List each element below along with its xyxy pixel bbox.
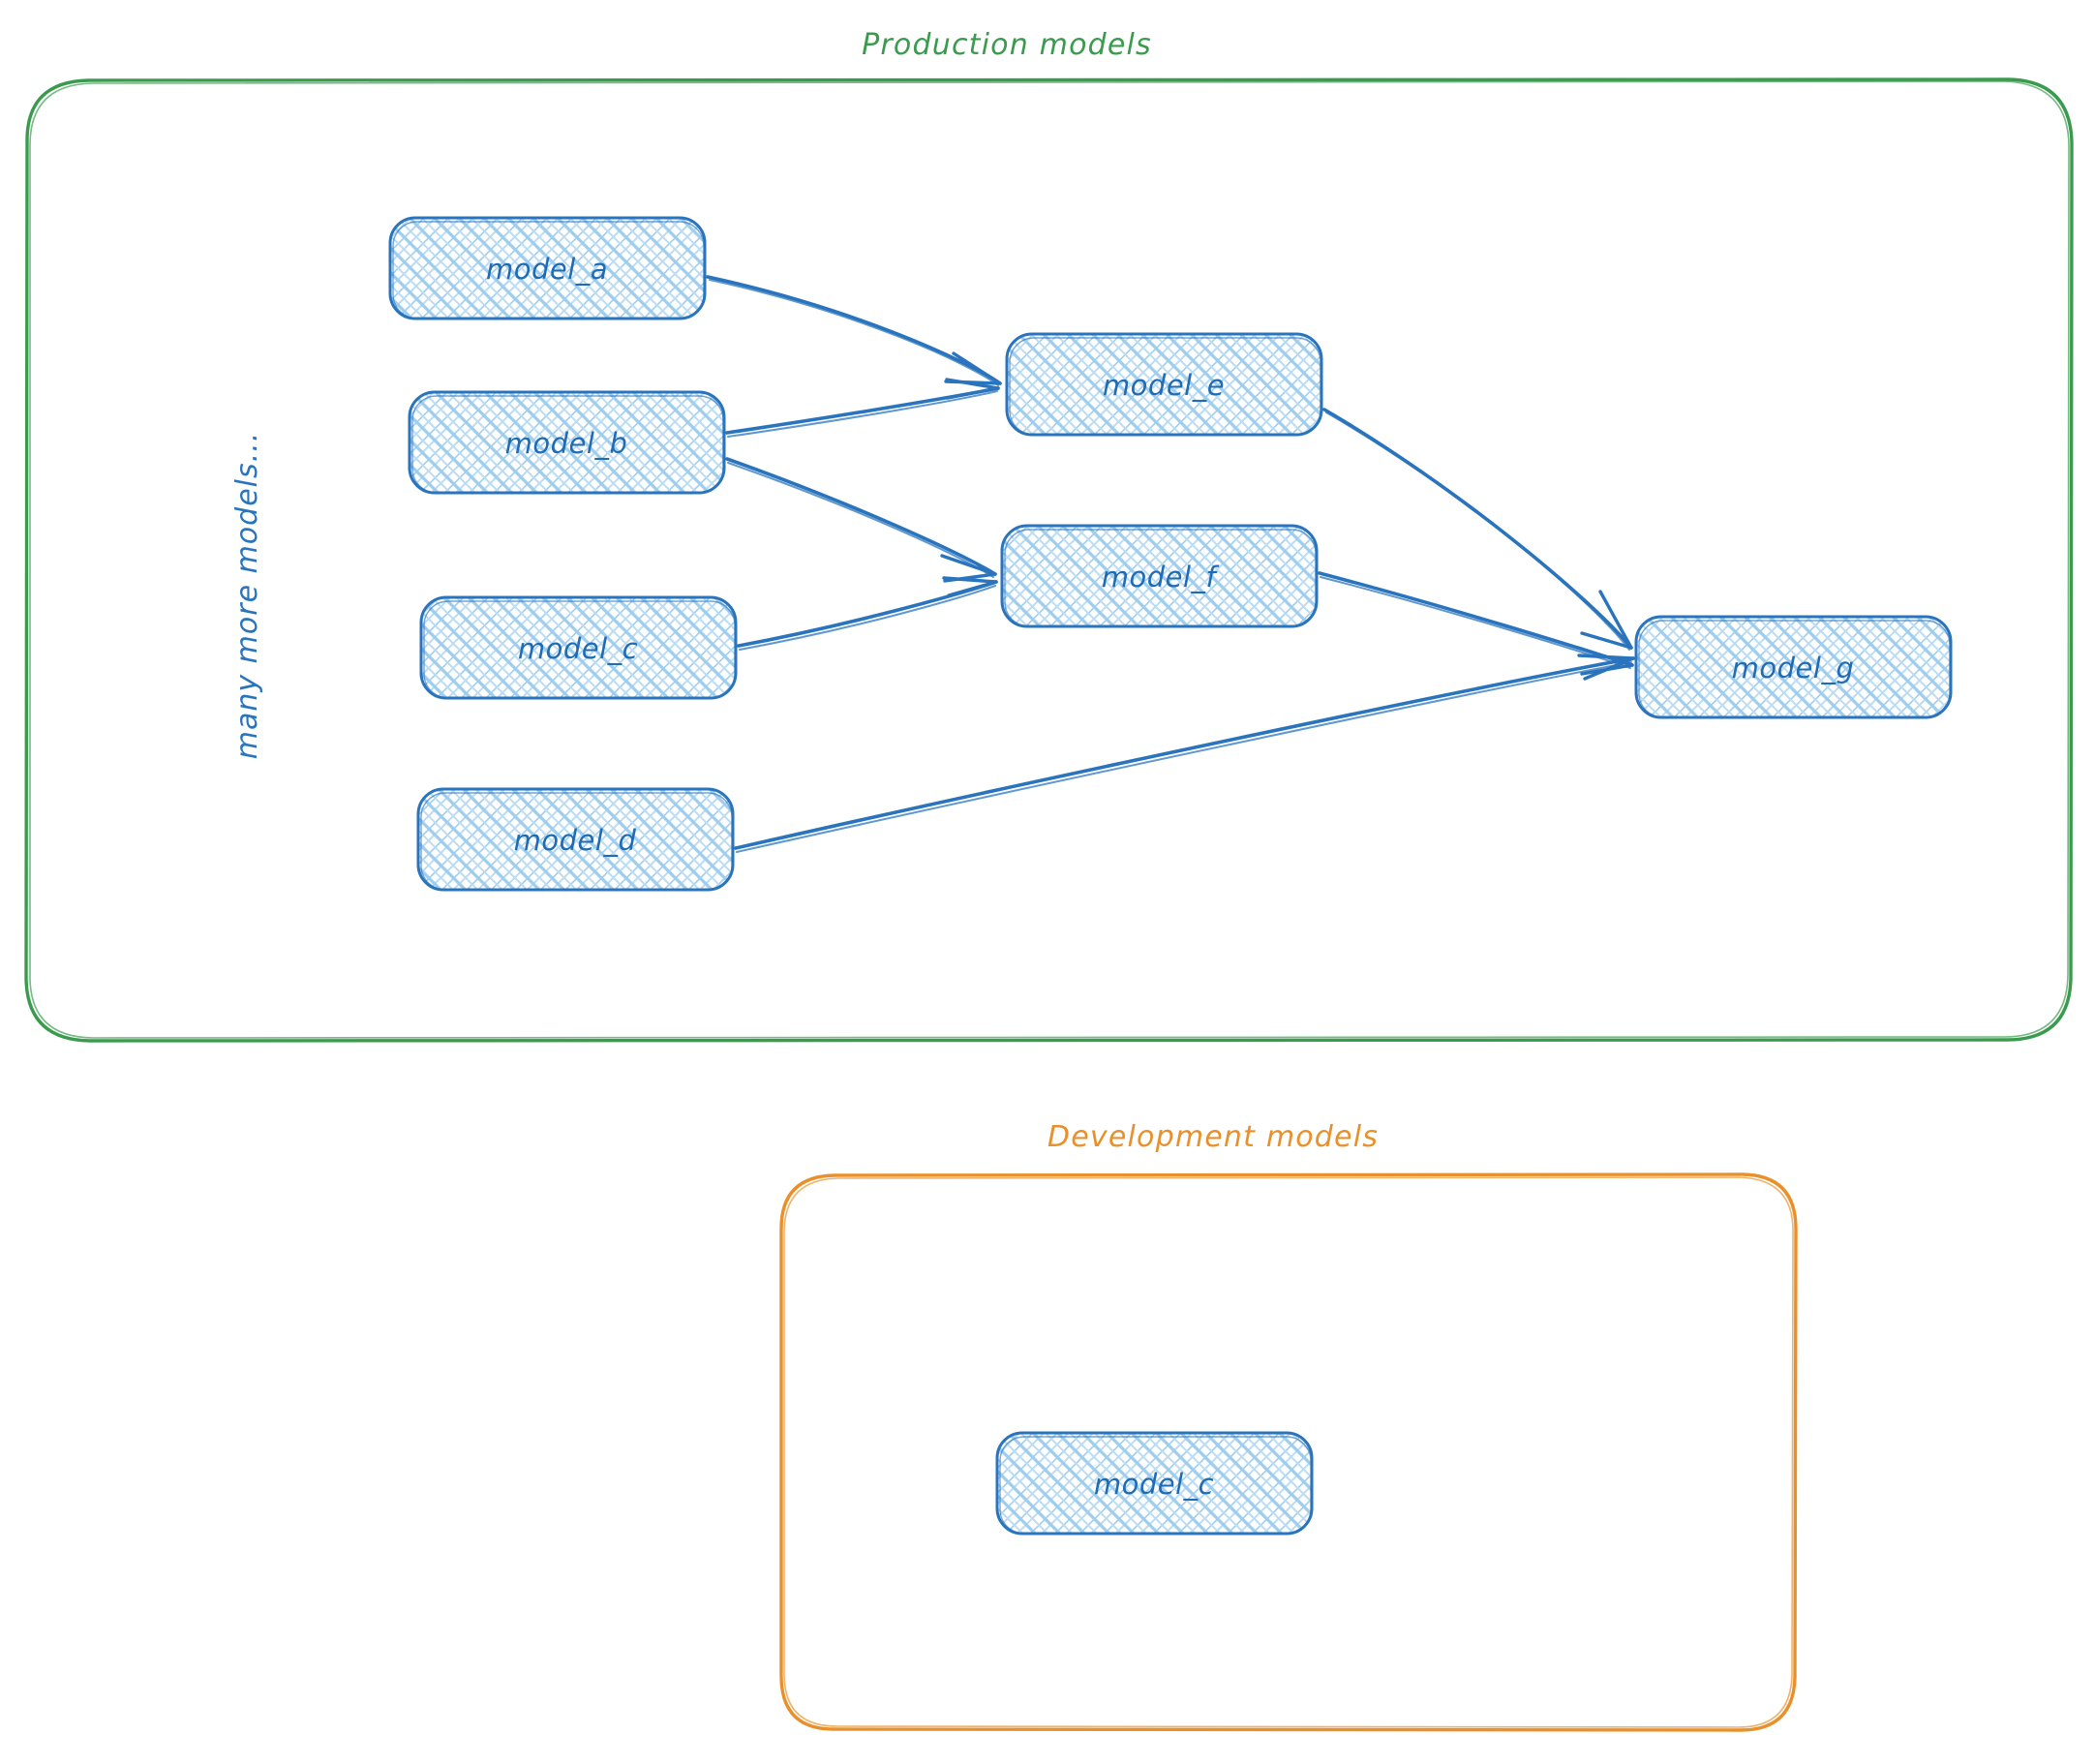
node-label: model_b [505, 427, 628, 460]
edge-model-b-to-model-e [725, 378, 1000, 438]
edge-model-c-to-model-f [737, 576, 998, 651]
edge-model-d-to-model-g [734, 654, 1635, 853]
edges [706, 275, 1635, 853]
edge-model-a-to-model-e [706, 275, 1002, 386]
node-label: model_e [1103, 369, 1225, 402]
node-label: model_g [1732, 652, 1855, 684]
edge-model-b-to-model-f [725, 457, 997, 583]
edge-model-f-to-model-g [1318, 571, 1634, 676]
node-model-e[interactable]: model_e [1005, 332, 1323, 437]
node-model-a[interactable]: model_a [388, 216, 707, 320]
group-production [24, 77, 2074, 1043]
nodes: model_a model_b model_c model_d mode [388, 216, 1953, 1536]
node-label: model_a [486, 253, 608, 286]
many-more-models-note: many more models... [230, 432, 264, 759]
node-model-g[interactable]: model_g [1634, 615, 1953, 719]
production-group-title: Production models [862, 28, 1152, 62]
production-group-border [24, 77, 2074, 1043]
node-model-c-development[interactable]: model_c [995, 1431, 1314, 1536]
production-group-border-sketch [29, 80, 2070, 1039]
node-label: model_f [1102, 561, 1220, 593]
node-model-b[interactable]: model_b [408, 390, 726, 495]
node-label: model_c [518, 632, 638, 665]
edge-model-e-to-model-g [1322, 408, 1633, 651]
node-model-d[interactable]: model_d [416, 787, 735, 892]
group-development [779, 1172, 1798, 1732]
node-model-c-production[interactable]: model_c [419, 595, 738, 700]
node-label: model_c [1094, 1468, 1214, 1501]
node-label: model_d [514, 824, 637, 857]
development-group-title: Development models [1048, 1120, 1379, 1154]
development-group-border-sketch [783, 1176, 1794, 1728]
node-model-f[interactable]: model_f [1000, 524, 1319, 628]
development-group-border [779, 1172, 1798, 1732]
